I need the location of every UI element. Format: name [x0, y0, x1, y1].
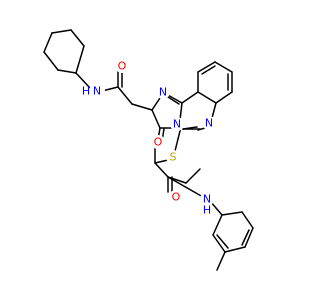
bond [185, 168, 201, 184]
bond [221, 211, 243, 216]
nitrogen-atom-label: N [93, 85, 101, 98]
atom-label-layer: N H O N N O N S O N H [82, 59, 216, 217]
bond [241, 211, 254, 229]
bond [154, 162, 169, 178]
bond [43, 51, 59, 71]
atom-bg [156, 85, 170, 99]
nitrogen-atom-label: N [203, 193, 211, 206]
bond [197, 61, 216, 73]
atom-bg [170, 117, 184, 131]
nitrogen-atom-label: N [173, 118, 181, 131]
bond [70, 29, 85, 47]
bond [181, 91, 199, 104]
bond [197, 91, 217, 104]
bond [224, 246, 246, 253]
bond [241, 229, 250, 246]
bond [216, 234, 229, 249]
bond [212, 234, 226, 253]
atom-bg [89, 83, 105, 99]
bond [51, 29, 72, 34]
bond [244, 227, 254, 248]
bond [215, 91, 233, 104]
atom-bg [115, 59, 129, 73]
bond [201, 65, 216, 75]
atom-bg [151, 135, 165, 149]
molecule-structure: N H O N N O N S O N H [43, 29, 254, 271]
bond [57, 69, 77, 74]
bond [211, 102, 217, 119]
bond [43, 32, 53, 53]
bond [75, 72, 91, 89]
atom-bg [200, 192, 214, 206]
bond [167, 96, 180, 105]
bond [212, 214, 223, 236]
nitrogen-atom-label: N [205, 117, 213, 130]
bond [216, 251, 226, 271]
bond [197, 127, 206, 131]
atom-bg [202, 116, 216, 130]
bond [214, 61, 233, 73]
bond [182, 126, 198, 130]
bond [131, 103, 153, 111]
nitrogen-atom-label: N [159, 86, 167, 99]
hydrogen-atom-label: H [82, 85, 90, 98]
hydrogen-atom-label: H [203, 204, 211, 217]
oxygen-atom-label: O [118, 60, 127, 73]
atom-bg [166, 150, 180, 164]
bond [174, 138, 179, 152]
bond [151, 109, 161, 129]
bond [117, 86, 133, 105]
bond [154, 159, 169, 164]
bond [151, 97, 161, 111]
sulfur-atom-label: S [170, 151, 177, 164]
atom-bg [169, 190, 183, 204]
oxygen-atom-label: O [154, 136, 163, 149]
oxygen-atom-label: O [172, 191, 181, 204]
bond [75, 45, 85, 74]
bond [179, 102, 183, 121]
bond-layer [43, 29, 254, 271]
